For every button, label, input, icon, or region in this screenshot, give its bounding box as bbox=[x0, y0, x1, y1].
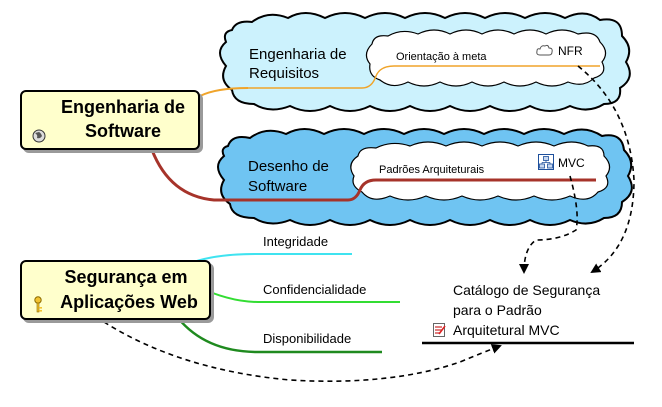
catalog-line1: Catálogo de Segurança bbox=[453, 282, 601, 298]
design-branch-label: Padrões Arquiteturais bbox=[379, 164, 485, 176]
globe-icon bbox=[32, 129, 46, 143]
security-topic-line2: Aplicações Web bbox=[60, 292, 198, 312]
network-icon bbox=[538, 154, 554, 170]
mvc-leaf-label: MVC bbox=[558, 156, 585, 170]
attribute-integridade: Integridade bbox=[263, 234, 329, 249]
arrow-nfr-to-catalog bbox=[577, 65, 635, 274]
requirements-label-line1: Engenharia de bbox=[249, 46, 347, 63]
catalog-line3: Arquitetural MVC bbox=[453, 322, 560, 338]
attribute-disponibilidade: Disponibilidade bbox=[263, 331, 352, 346]
line-requirements-branch bbox=[248, 65, 600, 89]
cloud-icon bbox=[536, 44, 553, 56]
requirements-inner-bubble bbox=[365, 29, 607, 87]
requirements-branch-label: Orientação à meta bbox=[396, 51, 487, 63]
catalog-line2: para o Padrão bbox=[453, 302, 542, 318]
requirements-label-line2: Requisitos bbox=[249, 65, 320, 82]
line-engineering-to-design bbox=[150, 149, 596, 202]
document-icon bbox=[433, 323, 446, 337]
attribute-confidencialidade: Confidencialidade bbox=[263, 282, 367, 297]
security-topic[interactable] bbox=[20, 260, 211, 320]
line-engineering-to-requirements bbox=[199, 87, 249, 97]
engineering-topic-line2: Software bbox=[84, 121, 162, 141]
security-topic-line1: Segurança em bbox=[64, 267, 188, 287]
engineering-topic-line1: Engenharia de bbox=[60, 97, 186, 117]
engineering-topic[interactable] bbox=[20, 90, 200, 150]
design-label-line1: Desenho de bbox=[248, 158, 329, 175]
arrow-mvc-to-catalog bbox=[519, 175, 578, 274]
key-icon bbox=[34, 296, 42, 313]
arrow-security-to-catalog bbox=[103, 321, 502, 382]
nfr-leaf-label: NFR bbox=[558, 44, 583, 58]
line-security-to-disponibilidade bbox=[177, 317, 382, 354]
design-label-line2: Software bbox=[248, 178, 308, 195]
